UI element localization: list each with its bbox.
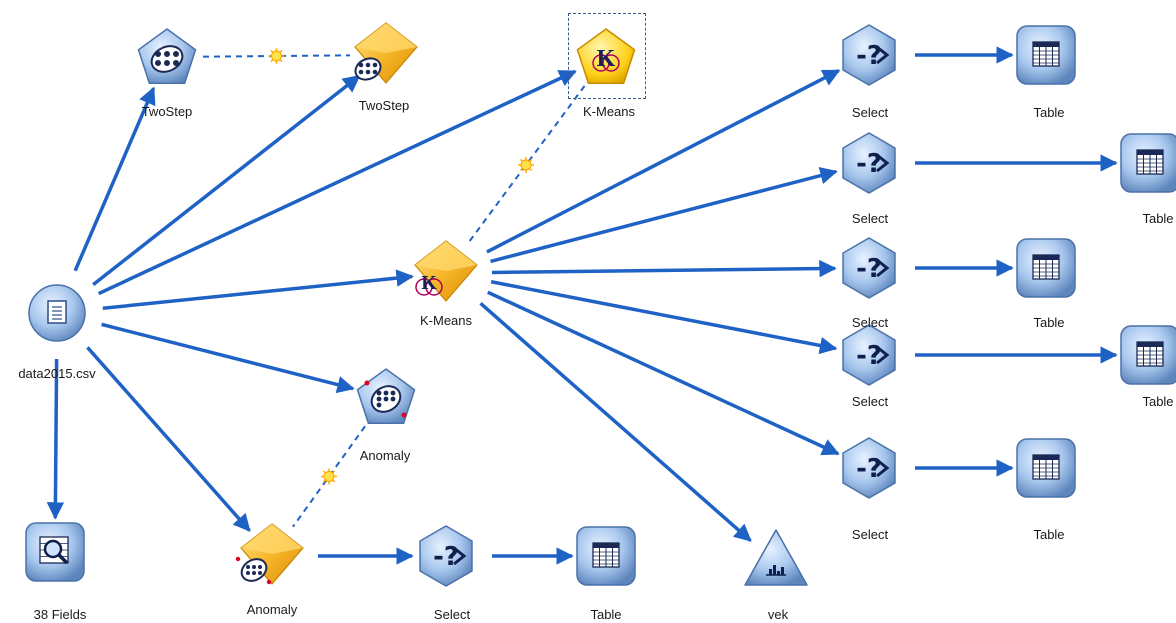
- link-source-to-kmeans_build[interactable]: [97, 69, 577, 296]
- twostep-model-node[interactable]: [352, 22, 418, 84]
- select-icon: -?: [419, 525, 473, 587]
- model-link-star-icon: [518, 157, 534, 173]
- fields-node[interactable]: [25, 522, 85, 582]
- svg-text:-?: -?: [856, 41, 882, 71]
- table-a-node[interactable]: [576, 526, 636, 586]
- select-icon: -?: [842, 24, 896, 86]
- select-1-label: Select: [851, 105, 889, 120]
- select-4-label: Select: [851, 394, 889, 409]
- link-source-to-anomaly_model[interactable]: [86, 346, 251, 532]
- model-link-twostep_build: [202, 54, 351, 58]
- link-source-to-twostep_model[interactable]: [92, 74, 361, 286]
- anomaly-build-node[interactable]: [356, 368, 416, 425]
- anomaly-model-label: Anomaly: [246, 602, 298, 617]
- table-3-label: Table: [1033, 315, 1065, 330]
- table-2-node[interactable]: [1120, 133, 1176, 193]
- vek-node[interactable]: [744, 529, 808, 586]
- table-5-node[interactable]: [1016, 438, 1076, 498]
- select-a-node[interactable]: -?: [419, 525, 473, 587]
- table-4-label: Table: [1142, 394, 1174, 409]
- svg-text:-?: -?: [856, 454, 882, 484]
- anomaly-build-label: Anomaly: [359, 448, 411, 463]
- link-kmeans_model-to-select_4[interactable]: [490, 280, 838, 355]
- link-kmeans_model-to-select_3[interactable]: [491, 259, 837, 278]
- svg-text:-?: -?: [433, 542, 459, 572]
- table-1-node[interactable]: [1016, 25, 1076, 85]
- svg-text:-?: -?: [856, 341, 882, 371]
- select-2-label: Select: [851, 211, 889, 226]
- select-icon: -?: [842, 132, 896, 194]
- link-source-to-kmeans_model[interactable]: [102, 269, 414, 311]
- anomaly-nugget-icon: [235, 523, 304, 585]
- select-1-node[interactable]: -?: [842, 24, 896, 86]
- twostep-build-label: TwoStep: [141, 104, 193, 119]
- model-link-star-icon: [268, 48, 285, 64]
- svg-text:K: K: [597, 46, 616, 72]
- twostep-icon: [137, 28, 197, 85]
- data-audit-icon: [25, 522, 85, 582]
- source-label: data2015.csv: [18, 366, 96, 381]
- table-2-label: Table: [1142, 211, 1174, 226]
- select-3-node[interactable]: -?: [842, 237, 896, 299]
- link-kmeans_model-to-select_2[interactable]: [490, 167, 838, 264]
- vek-label: vek: [767, 607, 789, 622]
- select-icon: -?: [842, 324, 896, 386]
- kmeans-build-node[interactable]: K: [576, 28, 636, 85]
- svg-text:-?: -?: [856, 149, 882, 179]
- table-5-label: Table: [1033, 527, 1065, 542]
- kmeans-build-label: K-Means: [582, 104, 636, 119]
- kmeans-model-label: K-Means: [419, 313, 473, 328]
- svg-text:-?: -?: [856, 254, 882, 284]
- model-link-anomaly_build: [292, 425, 366, 528]
- histogram-icon: [744, 529, 808, 586]
- table-3-node[interactable]: [1016, 238, 1076, 298]
- kmeans-icon: K: [576, 28, 636, 85]
- select-2-node[interactable]: -?: [842, 132, 896, 194]
- source-node[interactable]: [28, 284, 86, 342]
- table-icon: [1120, 325, 1176, 385]
- twostep-model-label: TwoStep: [358, 98, 410, 113]
- twostep-build-node[interactable]: [137, 28, 197, 85]
- table-icon: [1016, 25, 1076, 85]
- selection-box: [568, 13, 646, 99]
- nodes-layer: K K -? -? -? -? -? -?: [25, 22, 1176, 587]
- select-3-label: Select: [851, 315, 889, 330]
- document-icon: [28, 284, 86, 342]
- link-kmeans_model-to-select_1[interactable]: [486, 69, 841, 254]
- select-4-node[interactable]: -?: [842, 324, 896, 386]
- select-5-label: Select: [851, 527, 889, 542]
- table-icon: [576, 526, 636, 586]
- select-5-node[interactable]: -?: [842, 437, 896, 499]
- link-kmeans_model-to-select_5[interactable]: [487, 290, 840, 456]
- model-link-star-icon: [321, 468, 337, 485]
- link-source-to-anomaly_build[interactable]: [101, 322, 355, 394]
- twostep-nugget-icon: [354, 22, 418, 84]
- anomaly-model-node[interactable]: [235, 523, 304, 585]
- table-4-node[interactable]: [1120, 325, 1176, 385]
- anomaly-icon: [356, 368, 416, 425]
- svg-text:K: K: [421, 272, 437, 294]
- table-a-label: Table: [590, 607, 622, 622]
- link-source-to-twostep_build[interactable]: [73, 86, 156, 272]
- table-icon: [1016, 238, 1076, 298]
- select-a-label: Select: [433, 607, 471, 622]
- links-layer: [46, 46, 1118, 565]
- link-kmeans_model-to-vek[interactable]: [479, 302, 752, 542]
- select-icon: -?: [842, 437, 896, 499]
- kmeans-nugget-icon: K: [414, 240, 478, 302]
- table-icon: [1120, 133, 1176, 193]
- select-icon: -?: [842, 237, 896, 299]
- table-icon: [1016, 438, 1076, 498]
- kmeans-model-node[interactable]: K: [414, 240, 478, 302]
- fields-label: 38 Fields: [33, 607, 87, 622]
- link-source-to-fields[interactable]: [46, 358, 65, 520]
- table-1-label: Table: [1033, 105, 1065, 120]
